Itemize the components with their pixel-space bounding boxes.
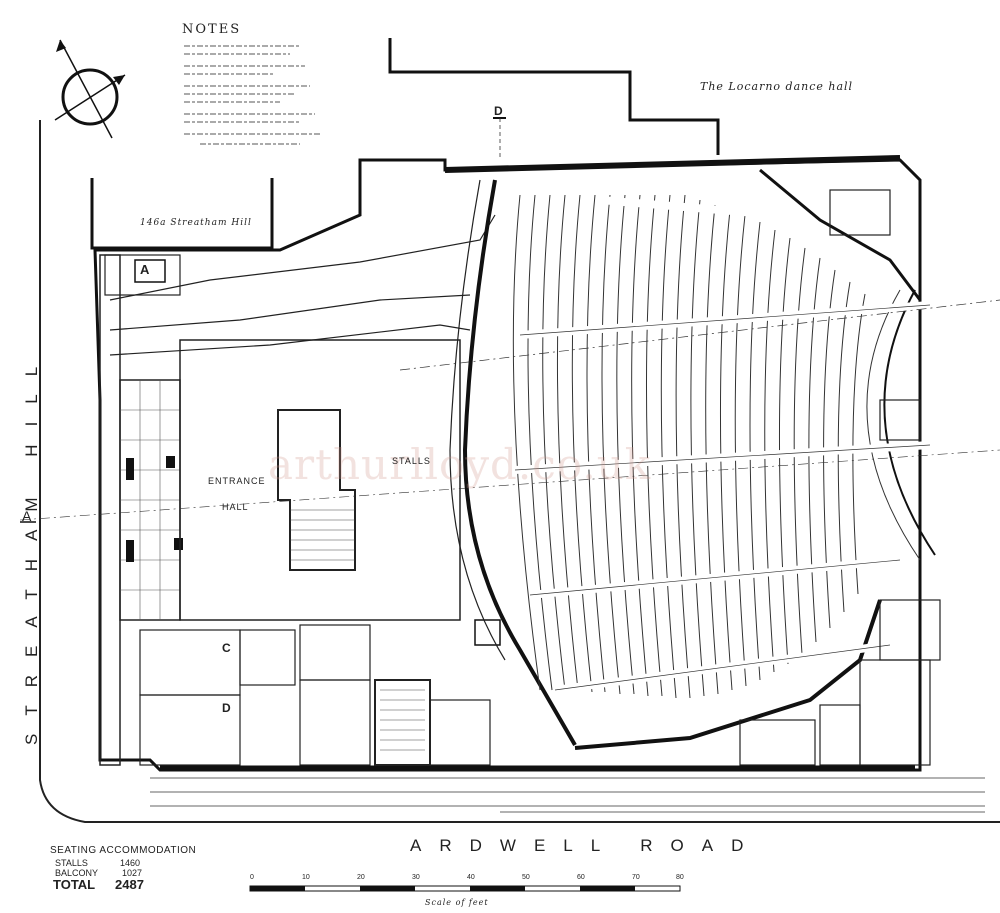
scale-tick-70: 70	[632, 874, 640, 881]
section-marker-left: A	[22, 508, 32, 524]
hall-label: HALL	[222, 502, 249, 512]
stair-c	[139, 629, 241, 696]
seating-title: SEATING ACCOMMODATION	[50, 845, 197, 856]
notes-title: NOTES	[182, 22, 242, 37]
auditorium-side-wall	[574, 599, 882, 750]
central-staircase	[277, 409, 356, 571]
stair-d	[139, 694, 241, 766]
neighbour-label-locarno: The Locarno dance hall	[700, 80, 854, 93]
scale-tick-0: 0	[250, 874, 254, 881]
scale-tick-80: 80	[676, 874, 684, 881]
scale-tick-50: 50	[522, 874, 530, 881]
seating-label-stalls: STALLS	[55, 858, 88, 868]
stalls-seating	[512, 194, 866, 699]
notes-handwriting	[184, 45, 320, 145]
stair-tag-c: C	[222, 641, 231, 655]
entrance-label: ENTRANCE	[208, 476, 266, 486]
seating-total-value: 2487	[115, 877, 144, 892]
entrance-hall	[179, 339, 461, 621]
building-outline	[93, 158, 922, 772]
scale-caption: Scale of feet	[425, 898, 489, 907]
seating-label-balcony: BALCONY	[55, 868, 99, 878]
stair-tag-a: A	[140, 262, 150, 277]
watermark: arthurlloyd.co.uk	[268, 440, 652, 489]
scale-tick-40: 40	[467, 874, 475, 881]
seating-value-balcony: 1027	[122, 868, 143, 878]
stair-a	[104, 254, 181, 296]
neighbour-boundary	[90, 178, 274, 250]
scale-tick-20: 20	[357, 874, 365, 881]
scale-tick-60: 60	[577, 874, 585, 881]
scale-bar	[249, 885, 681, 892]
street-label-streatham-hill: STREATHAM HILL	[22, 348, 41, 745]
stage-front	[883, 289, 936, 556]
front-bay	[99, 254, 121, 766]
neighbour-label-146a: 146a Streatham Hill	[140, 218, 252, 228]
auditorium-rear-wall	[462, 179, 577, 747]
seating-total-label: TOTAL	[53, 877, 96, 892]
scale-tick-30: 30	[412, 874, 420, 881]
locarno-boundary	[388, 38, 720, 155]
scale-tick-10: 10	[302, 874, 310, 881]
stair-tag-d: D	[222, 701, 231, 715]
seating-value-stalls: 1460	[120, 858, 141, 868]
stalls-label: STALLS	[392, 456, 431, 466]
section-marker-top: D	[494, 104, 503, 118]
street-label-ardwell-road: ARDWELL ROAD	[410, 836, 762, 855]
streatham-hill-kerb	[39, 120, 1000, 823]
compass-icon	[54, 39, 126, 139]
